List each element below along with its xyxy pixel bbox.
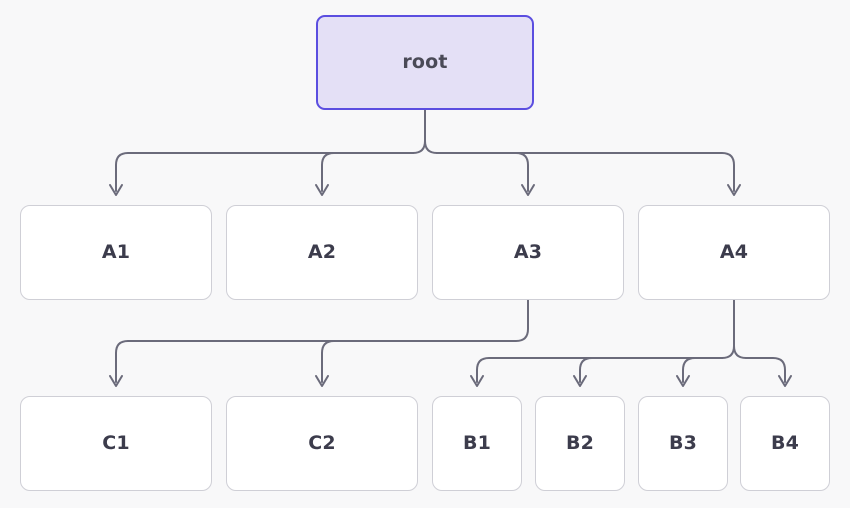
node-label-a2: A2 [307,241,337,263]
node-a1[interactable]: A1 [20,205,212,300]
node-b4[interactable]: B4 [740,396,830,491]
edge-root-a2 [321,152,414,192]
node-label-b2: B2 [565,432,595,454]
node-label-b1: B1 [462,432,492,454]
arrowhead-c1 [109,375,123,387]
arrowhead-c2 [315,375,329,387]
arrowhead-a4 [727,184,741,196]
arrowhead-b3 [676,375,690,387]
node-b3[interactable]: B3 [638,396,728,491]
edge-a3-c2 [321,340,335,383]
arrowhead-b2 [573,375,587,387]
node-label-a4: A4 [719,241,749,263]
node-root[interactable]: root [316,15,534,110]
arrowhead-a3 [521,184,535,196]
node-label-a3: A3 [513,241,543,263]
node-a2[interactable]: A2 [226,205,418,300]
node-b2[interactable]: B2 [535,396,625,491]
edge-a3-drop [127,299,529,342]
edge-a4-b4 [745,357,786,383]
edge-a3-c1 [115,340,129,383]
edge-root-a3 [436,152,529,192]
arrowhead-b1 [470,375,484,387]
node-c1[interactable]: C1 [20,396,212,491]
node-label-c2: C2 [308,432,336,454]
edge-a4-b3 [682,357,723,383]
node-label-b4: B4 [770,432,800,454]
edge-root-a4 [436,152,735,192]
node-c2[interactable]: C2 [226,396,418,491]
node-label-a1: A1 [101,241,131,263]
node-label-root: root [402,51,448,73]
edge-root-trunk [412,109,438,154]
node-label-c1: C1 [102,432,130,454]
arrowhead-a1 [109,184,123,196]
arrowhead-a2 [315,184,329,196]
node-a4[interactable]: A4 [638,205,830,300]
edge-a4-trunk [721,299,747,359]
arrowhead-b4 [778,375,792,387]
edge-root-a1 [115,152,414,192]
edge-a4-b2 [579,357,723,383]
edge-a4-b1 [476,357,723,383]
node-label-b3: B3 [668,432,698,454]
node-b1[interactable]: B1 [432,396,522,491]
node-a3[interactable]: A3 [432,205,624,300]
